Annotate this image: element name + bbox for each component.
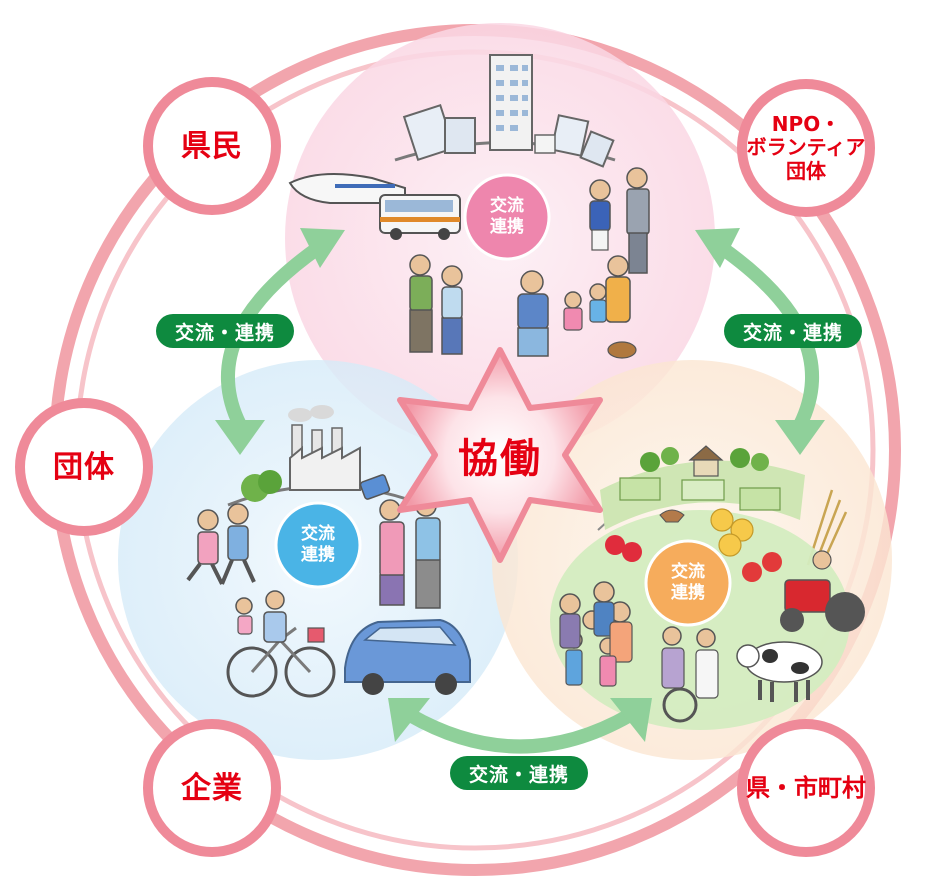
- group-label-right: 交流 連携: [671, 561, 705, 603]
- central-star: [397, 347, 603, 563]
- circle-top: [463, 173, 551, 261]
- group-label-top: 交流 連携: [490, 195, 524, 237]
- connection-label-left: 交流・連携: [156, 314, 294, 348]
- group-circles: [274, 173, 732, 627]
- actor-kenmin: 県民: [181, 128, 243, 164]
- circle-left: [274, 501, 362, 589]
- arrow-heads: [215, 228, 825, 742]
- industry-illustration: [186, 405, 471, 698]
- circle-right: [644, 539, 732, 627]
- connection-label-bottom: 交流・連携: [450, 756, 588, 790]
- actor-dantai: 団体: [53, 449, 115, 485]
- actor-prefecture-municipal: 県・市町村: [746, 773, 866, 802]
- actor-npo-volunteer: NPO・ ボランティア 団体: [746, 111, 866, 183]
- group-label-left: 交流 連携: [301, 523, 335, 565]
- center-label-kyodo: 協働: [458, 436, 542, 482]
- connection-label-right: 交流・連携: [724, 314, 862, 348]
- actor-kigyo: 企業: [181, 770, 243, 806]
- arrow-bottom-arc: [406, 708, 634, 754]
- city-illustration: [288, 54, 650, 359]
- actor-circles: [15, 77, 875, 857]
